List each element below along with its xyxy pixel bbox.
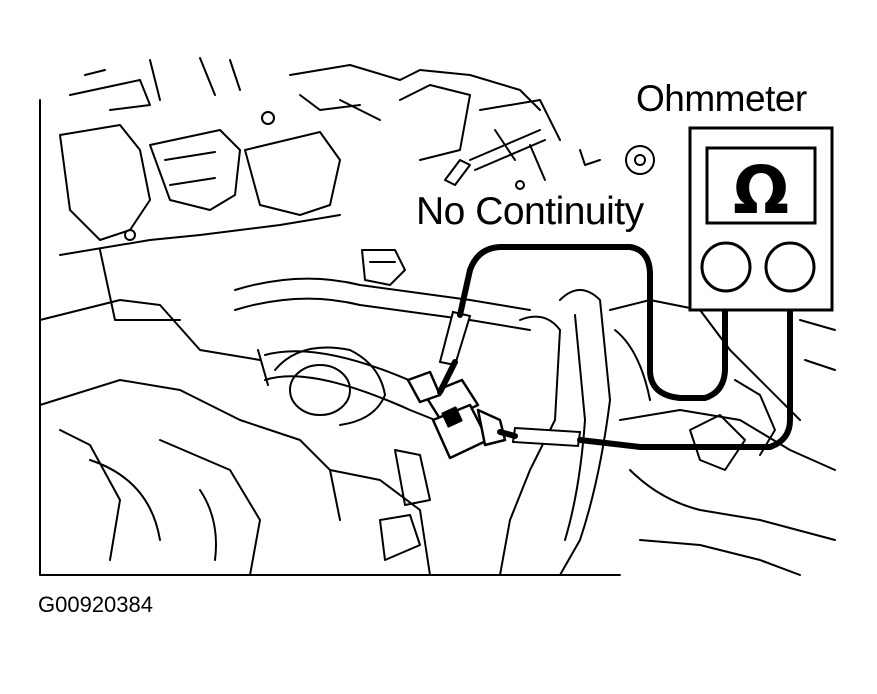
ohmmeter-terminal-right [764,241,816,293]
engine-linework [39,57,836,576]
ohmmeter-display [705,146,817,225]
ohmmeter-terminal-left [700,241,752,293]
no-continuity-label: No Continuity [416,190,644,233]
test-lead-probes [438,310,582,448]
ohmmeter: Ω [688,126,834,312]
meter-test-leads [437,244,793,450]
ohm-symbol: Ω [733,152,789,229]
figure-code: G00920384 [38,592,153,617]
ohmmeter-label: Ohmmeter [636,78,807,119]
